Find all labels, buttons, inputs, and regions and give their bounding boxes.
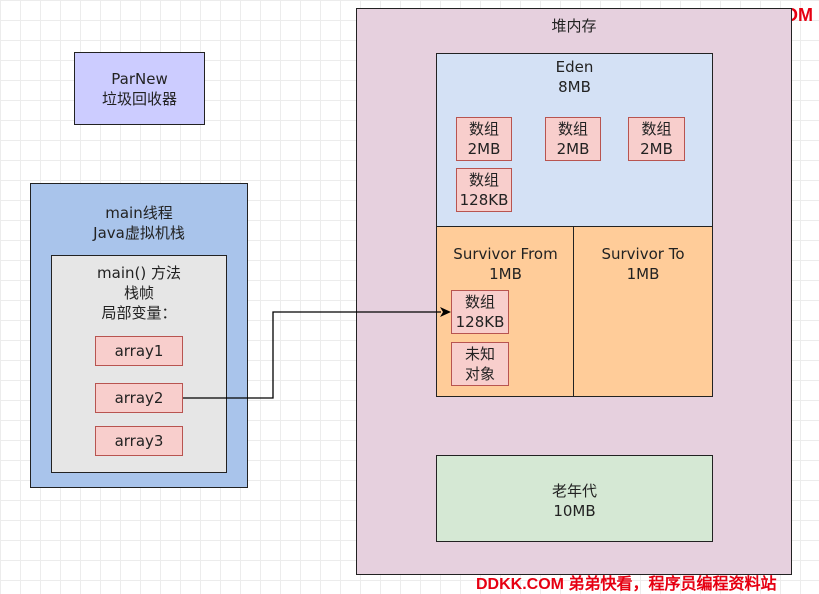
- eden-array-object: 数组 2MB: [628, 117, 685, 161]
- frame-title: main() 方法 栈帧 局部变量：: [97, 264, 181, 322]
- eden-array-object: 数组 2MB: [545, 117, 601, 161]
- local-var-array3: array3: [95, 426, 183, 456]
- parnew-label: ParNew 垃圾回收器: [101, 70, 177, 108]
- survivor-array-object: 数组 128KB: [451, 290, 509, 334]
- heap-title: 堆内存: [551, 17, 597, 35]
- watermark-bottom: DDKK.COM 弟弟快看，程序员编程资料站: [476, 576, 777, 593]
- local-var-array1: array1: [95, 336, 183, 366]
- old-generation: 老年代 10MB: [436, 455, 713, 542]
- survivor-from-title: Survivor From 1MB: [453, 245, 558, 283]
- local-var-array2: array2: [95, 383, 183, 413]
- eden-array-object: 数组 128KB: [456, 168, 512, 212]
- survivor-unknown-object: 未知 对象: [451, 342, 509, 386]
- main-thread-title: main线程 Java虚拟机栈: [93, 204, 185, 242]
- survivor-to-title: Survivor To 1MB: [601, 245, 685, 283]
- old-gen-title: 老年代 10MB: [551, 482, 597, 520]
- parnew-collector-box: ParNew 垃圾回收器: [74, 52, 205, 125]
- eden-title: Eden 8MB: [555, 58, 594, 96]
- survivor-to-space: Survivor To 1MB: [573, 226, 713, 397]
- eden-array-object: 数组 2MB: [456, 117, 512, 161]
